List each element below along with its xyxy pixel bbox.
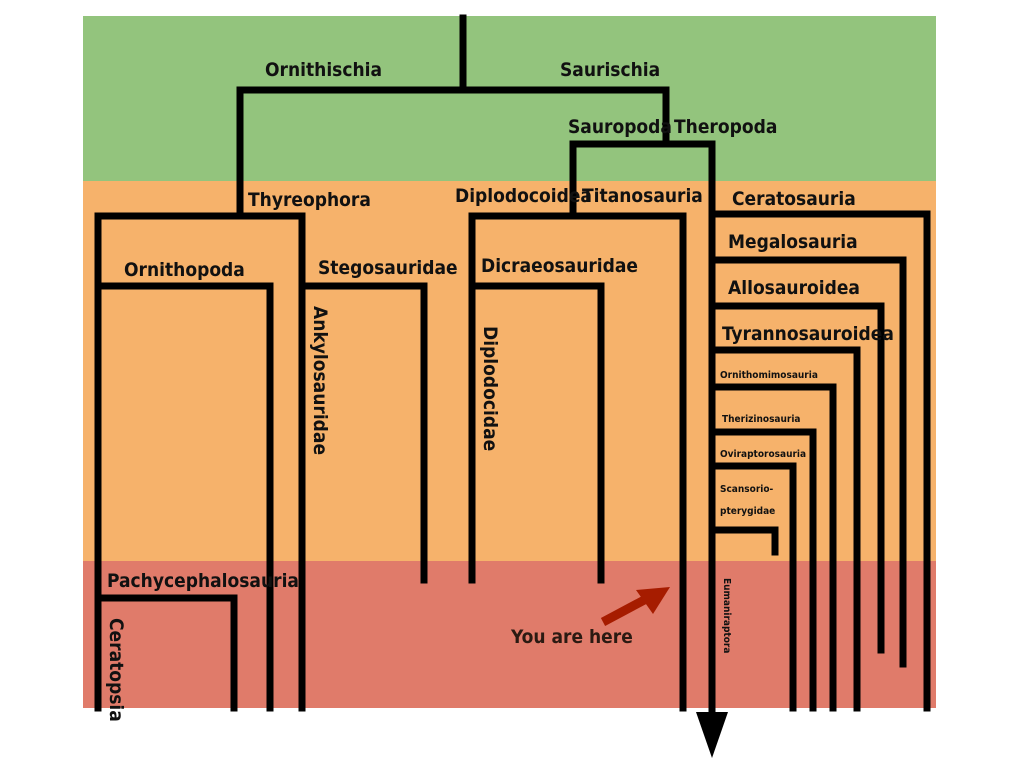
branch-ceratosauria <box>708 210 931 712</box>
label-ceratosauria: Ceratosauria <box>732 188 856 210</box>
you-are-here-arrow <box>600 587 670 626</box>
branch-scansoriopterygidae <box>708 526 779 556</box>
branch-thyreophora-split <box>298 282 428 584</box>
period-band-top <box>83 16 936 181</box>
branch-tyrannosauroidea <box>708 346 861 712</box>
branch-therizinosauria <box>708 428 817 712</box>
label-theropoda: Theropoda <box>674 116 777 138</box>
label-oviraptorosauria: Oviraptorosauria <box>720 449 806 460</box>
label-diplodocidae: Diplodocidae <box>479 326 501 451</box>
branch-allosauroidea <box>708 302 885 654</box>
label-saurischia: Saurischia <box>560 59 660 81</box>
branch-oviraptorosauria <box>708 462 797 712</box>
label-megalosauria: Megalosauria <box>728 231 858 253</box>
label-pachycephalosauria: Pachycephalosauria <box>107 570 299 592</box>
branch-sauropoda-split <box>468 212 687 712</box>
label-thyreophora: Thyreophora <box>248 189 371 211</box>
tree-branches <box>94 14 931 724</box>
branch-ornithopoda <box>94 282 274 712</box>
label-ornithopoda: Ornithopoda <box>124 259 245 281</box>
branch-megalosauria <box>708 256 907 668</box>
label-scansoriopterygidae-line1: Scansorio- <box>720 484 774 495</box>
label-therizinosauria: Therizinosauria <box>722 414 801 425</box>
branch-dicraeosauridae <box>468 282 605 584</box>
label-you-are-here: You are here <box>510 626 633 648</box>
label-stegosauridae: Stegosauridae <box>318 257 458 279</box>
label-eumaniraptora: Eumaniraptora <box>721 578 732 653</box>
label-ceratopsia: Ceratopsia <box>105 618 127 722</box>
label-allosauroidea: Allosauroidea <box>728 277 860 299</box>
label-ornithomimosauria: Ornithomimosauria <box>720 370 818 381</box>
branch-ornithomimosauria <box>708 383 837 712</box>
label-sauropoda: Sauropoda <box>568 116 672 138</box>
label-ornithischia: Ornithischia <box>265 59 382 81</box>
label-titanosauria: Titanosauria <box>582 185 703 207</box>
label-dicraeosauridae: Dicraeosauridae <box>481 255 638 277</box>
label-diplodocoidea: Diplodocoidea <box>455 185 592 207</box>
label-tyrannosauroidea: Tyrannosauroidea <box>722 323 894 345</box>
label-ankylosauridae: Ankylosauridae <box>309 306 331 455</box>
branch-marginocephalia <box>94 594 238 712</box>
arrowhead-down <box>696 712 728 758</box>
label-scansoriopterygidae-line2: pterygidae <box>720 506 775 517</box>
